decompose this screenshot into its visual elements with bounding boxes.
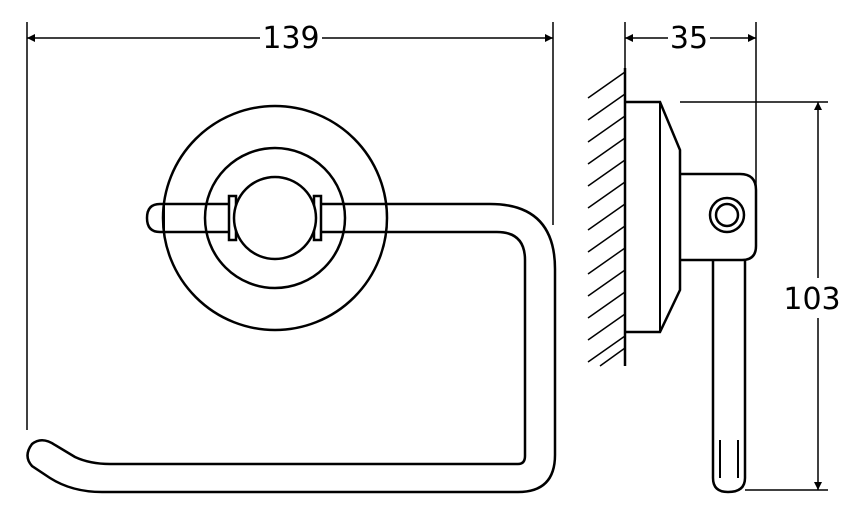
bar-section-inner <box>714 202 740 228</box>
vertical-bar <box>711 260 747 494</box>
boss-block <box>680 172 758 262</box>
rosette-side-profile <box>625 100 682 334</box>
side-view: 35 <box>587 21 841 494</box>
wall-hatching <box>587 71 626 367</box>
width-dimension-label: 139 <box>262 21 319 56</box>
depth-dimension-label: 35 <box>670 21 708 56</box>
front-view: 139 <box>26 21 557 494</box>
rosette-middle-circle <box>203 146 347 290</box>
bar-section-outer <box>708 196 746 234</box>
paper-bar-outline <box>26 202 557 494</box>
height-dimension-label: 103 <box>783 282 840 317</box>
center-boss <box>232 175 318 261</box>
